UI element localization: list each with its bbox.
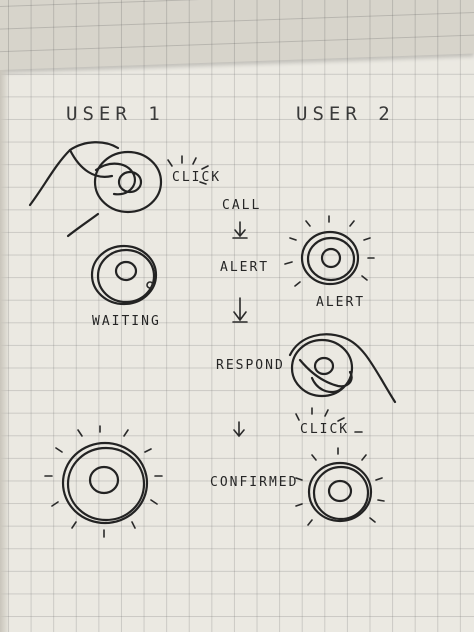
button-inner-alert — [320, 247, 342, 269]
label-call: CALL — [222, 198, 262, 213]
button-inner-waiting — [114, 260, 138, 282]
thumb-user2 — [310, 376, 344, 394]
header-user2: USER 2 — [296, 103, 395, 125]
button-outer-confirmed-user1 — [61, 441, 149, 525]
button-waiting-user1 — [90, 244, 158, 306]
label-alert-center: ALERT — [220, 260, 270, 275]
button-inner-confirmed-user2 — [327, 479, 353, 503]
label-alert-user2: ALERT — [316, 295, 366, 310]
button-outer-alert-2 — [306, 236, 356, 282]
button-outer-waiting — [90, 244, 158, 306]
hand-finger-user1 — [68, 148, 114, 178]
hand-pressing-button-user1 — [28, 141, 163, 238]
button-inner-confirmed-user1 — [88, 465, 120, 495]
button-outer-respond — [290, 338, 354, 398]
button-outer-waiting-2 — [96, 248, 156, 304]
arrow-respond-to-confirmed — [233, 421, 245, 438]
button-inner-user1 — [117, 170, 143, 194]
alert-rays — [284, 215, 375, 287]
label-confirmed: CONFIRMED — [210, 475, 299, 490]
flow-arrows — [232, 221, 248, 438]
hand-pressing-button-user2 — [288, 333, 397, 404]
button-outer-confirmed-user2 — [307, 461, 373, 523]
label-click-user2: CLICK — [300, 422, 350, 437]
button-outer-alert — [300, 230, 360, 286]
label-click-user1: CLICK — [172, 170, 222, 185]
glow-rays-user2 — [295, 447, 385, 526]
hand-fingers-user2 — [298, 358, 353, 388]
hand-outline-user2 — [288, 333, 397, 404]
arrow-alert-to-respond — [232, 297, 248, 323]
button-confirmed-user2 — [295, 447, 385, 526]
indicator-dot — [146, 281, 154, 289]
hand-wrist-user1 — [66, 212, 100, 238]
button-confirmed-user1 — [44, 425, 163, 538]
arrow-call-to-alert — [232, 221, 248, 239]
notebook-binding-edge — [0, 70, 10, 632]
click-burst-user2 — [295, 407, 363, 433]
button-inner-respond — [313, 356, 335, 376]
button-outer-user1 — [93, 150, 163, 214]
label-waiting: WAITING — [92, 314, 161, 329]
button-alert-user2 — [284, 215, 375, 287]
glow-rays-user1 — [44, 425, 163, 538]
click-burst-user1 — [167, 155, 209, 185]
label-respond: RESPOND — [216, 358, 285, 373]
button-outer-confirmed-user1-2 — [66, 446, 146, 522]
header-user1: USER 1 — [66, 103, 165, 125]
button-outer-confirmed-user2-2 — [312, 465, 370, 521]
hand-outline-user1 — [28, 141, 120, 207]
thumb-user1 — [94, 162, 136, 196]
